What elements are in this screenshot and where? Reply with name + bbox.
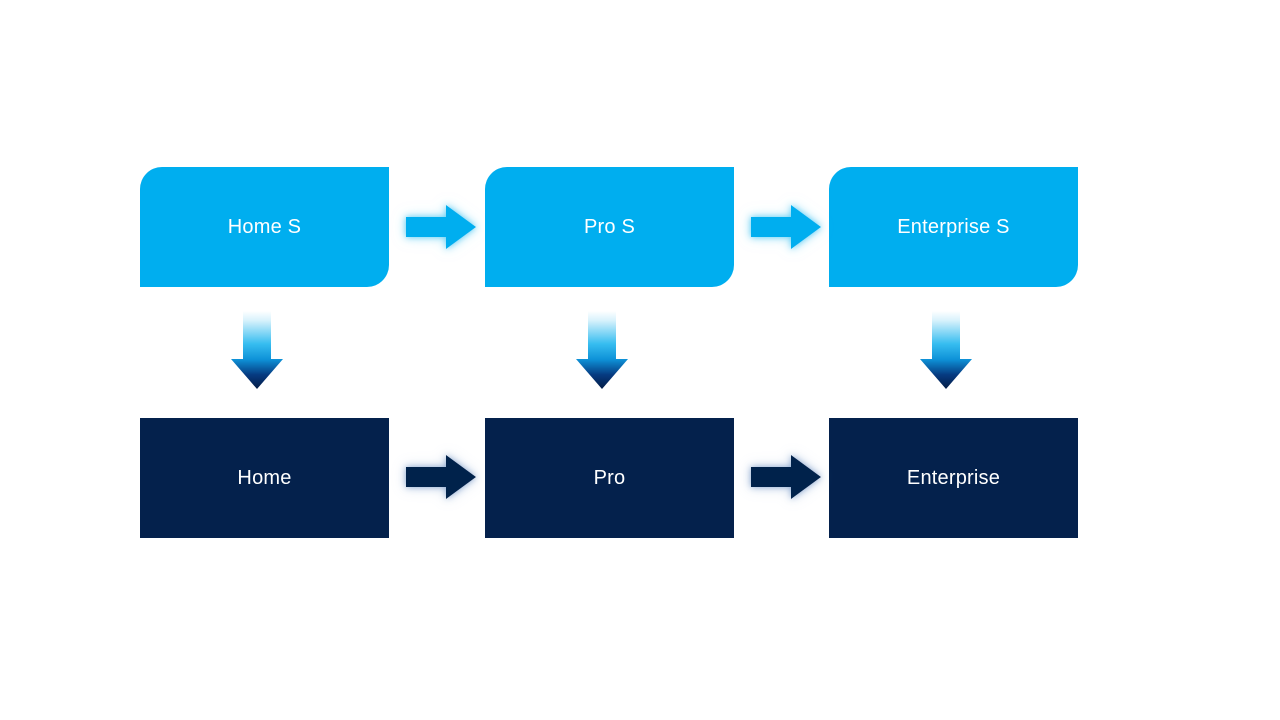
node-home-s[interactable]: Home S bbox=[140, 167, 389, 287]
node-label: Home S bbox=[227, 216, 302, 238]
arrow-right-icon-pro-to-enterprise bbox=[751, 455, 821, 499]
arrow-right-icon-pro-s-to-enterprise-s bbox=[751, 205, 821, 249]
node-label: Pro S bbox=[583, 216, 636, 238]
node-enterprise-s[interactable]: Enterprise S bbox=[829, 167, 1078, 287]
node-label: Enterprise S bbox=[897, 216, 1010, 238]
node-pro[interactable]: Pro bbox=[485, 418, 734, 538]
arrow-down-icon-enterprise-s-to-enterprise bbox=[920, 311, 972, 389]
arrow-right-icon-home-s-to-pro-s bbox=[406, 205, 476, 249]
node-home[interactable]: Home bbox=[140, 418, 389, 538]
arrow-down-icon-pro-s-to-pro bbox=[576, 311, 628, 389]
node-enterprise[interactable]: Enterprise bbox=[829, 418, 1078, 538]
arrow-down-icon-home-s-to-home bbox=[231, 311, 283, 389]
node-label: Pro bbox=[593, 467, 626, 489]
node-label: Home bbox=[237, 467, 292, 489]
node-pro-s[interactable]: Pro S bbox=[485, 167, 734, 287]
arrow-right-icon-home-to-pro bbox=[406, 455, 476, 499]
node-label: Enterprise bbox=[906, 467, 1001, 489]
